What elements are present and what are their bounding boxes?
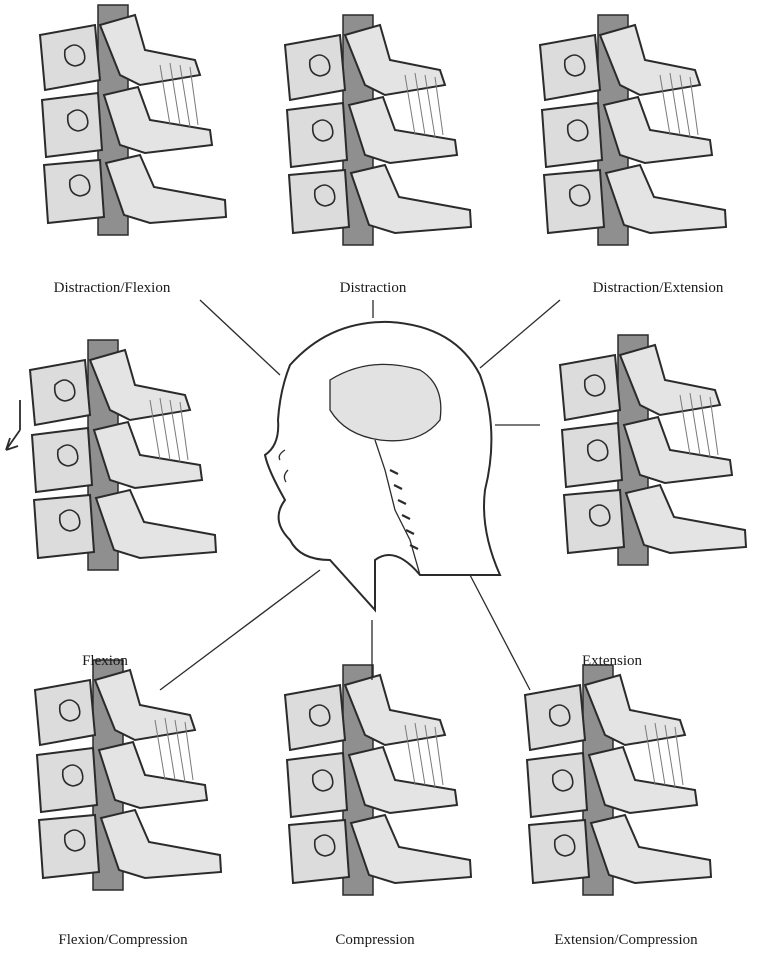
- distraction-vertebrae: [284, 14, 472, 246]
- label-extension-compression: Extension/Compression: [554, 932, 698, 948]
- head-illustration: [263, 320, 502, 613]
- label-flexion-compression: Flexion/Compression: [58, 932, 188, 948]
- label-extension: Extension: [582, 653, 642, 669]
- label-distraction: Distraction: [339, 280, 407, 296]
- label-compression: Compression: [335, 932, 415, 948]
- extension-compression-vertebrae: [524, 664, 712, 896]
- distraction-flexion-vertebrae: [39, 4, 227, 236]
- connector-lines: [159, 299, 561, 691]
- label-flexion: Flexion: [82, 653, 128, 669]
- flexion-compression-vertebrae: [34, 659, 222, 891]
- label-distraction-extension: Distraction/Extension: [592, 280, 724, 296]
- distraction-extension-vertebrae: [539, 14, 727, 246]
- compression-vertebrae: [284, 664, 472, 896]
- label-distraction-flexion: Distraction/Flexion: [53, 280, 171, 296]
- flexion-vertebrae: [29, 339, 217, 571]
- flexion-arrow-icon: [5, 400, 21, 451]
- extension-vertebrae: [559, 334, 747, 566]
